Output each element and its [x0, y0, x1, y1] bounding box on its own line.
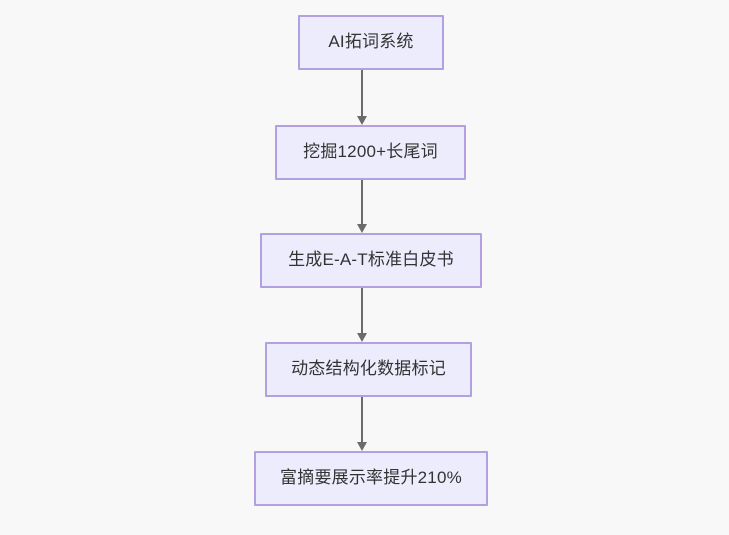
flowchart-node-n4[interactable]: 动态结构化数据标记: [265, 342, 472, 397]
flowchart-node-label: 动态结构化数据标记: [291, 359, 446, 379]
flowchart-node-label: AI拓词系统: [328, 32, 414, 52]
flowchart-node-label: 生成E-A-T标准白皮书: [288, 250, 454, 270]
flowchart-node-label: 挖掘1200+长尾词: [303, 142, 438, 162]
flowchart-arrow-connector: [353, 180, 371, 233]
flowchart-node-n2[interactable]: 挖掘1200+长尾词: [275, 125, 466, 180]
flowchart-node-label: 富摘要展示率提升210%: [280, 468, 462, 488]
flowchart-node-n1[interactable]: AI拓词系统: [298, 15, 444, 70]
flowchart-arrow-connector: [353, 288, 371, 342]
flowchart-arrow-connector: [353, 70, 371, 125]
flowchart-node-n5[interactable]: 富摘要展示率提升210%: [254, 451, 488, 506]
flowchart-arrow-connector: [353, 397, 371, 451]
flowchart-node-n3[interactable]: 生成E-A-T标准白皮书: [260, 233, 482, 288]
